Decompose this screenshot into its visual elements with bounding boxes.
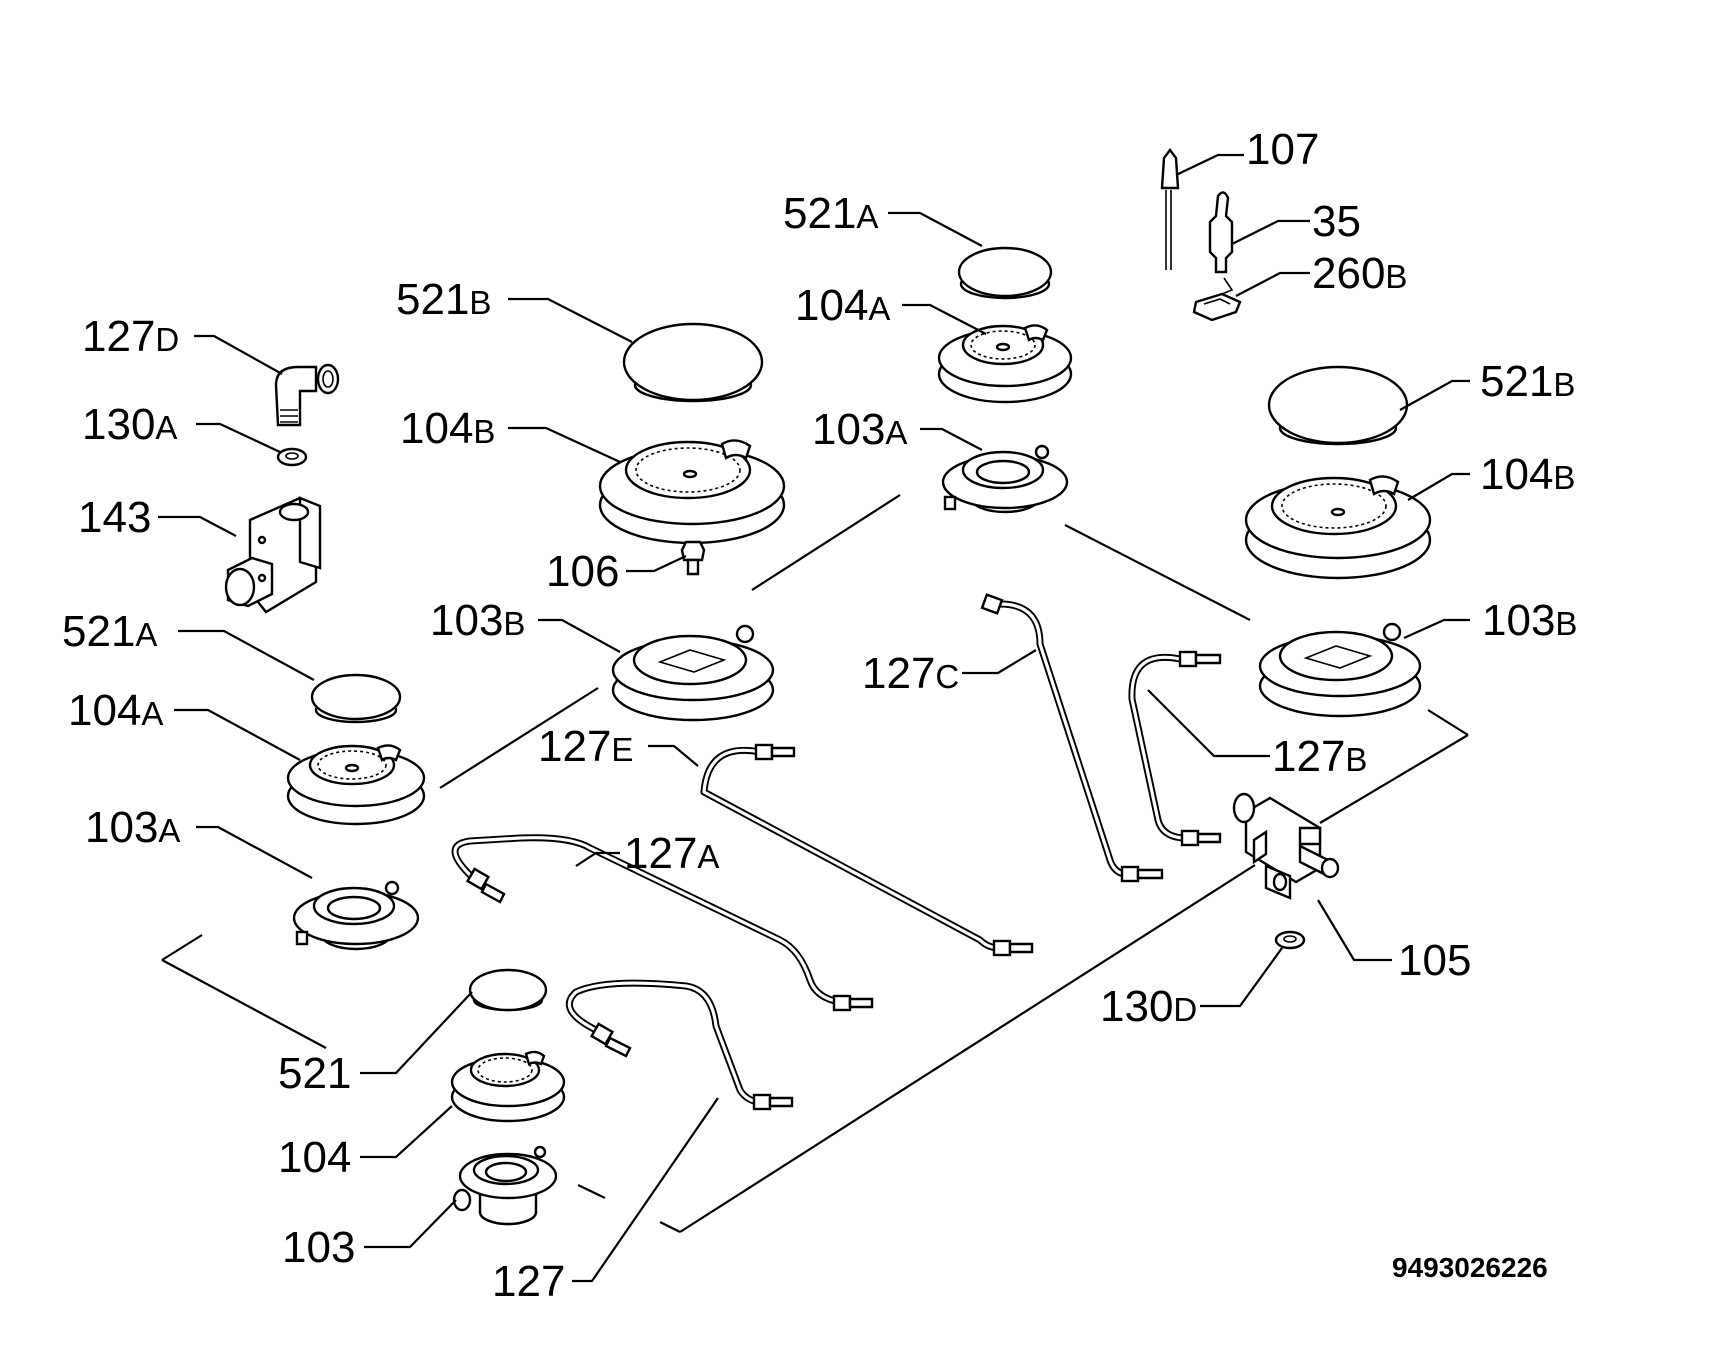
flame-spreader-small-left <box>286 744 426 826</box>
callout-143: 143 <box>78 493 151 542</box>
electrode-clip <box>1192 292 1242 322</box>
gas-valve-tap <box>1232 792 1340 900</box>
burner-cap-large-right <box>1267 365 1409 446</box>
callout-104b-right: 104B <box>1480 450 1575 499</box>
callout-104a-top: 104A <box>795 281 890 330</box>
burner-base-small-top <box>941 444 1069 514</box>
ignition-electrode <box>1208 191 1234 295</box>
callout-labels: 107 35 260B 521A 104A 103A 521B 104B 106… <box>62 125 1577 1306</box>
flame-spreader-bottom <box>450 1050 566 1123</box>
callout-104: 104 <box>278 1133 351 1182</box>
gas-pipe-127b <box>1128 650 1222 847</box>
burner-cap-large-left <box>622 322 764 403</box>
callout-127: 127 <box>492 1257 565 1306</box>
burner-cap-small-top <box>957 246 1053 300</box>
gas-inlet-connector <box>224 496 322 614</box>
gas-pipe-127a <box>451 834 874 1012</box>
callout-127d: 127D <box>82 312 179 361</box>
callout-104b-left: 104B <box>400 404 495 453</box>
burner-top-left-large <box>598 322 786 722</box>
callout-103a-top: 103A <box>812 405 907 454</box>
burner-base-large-right <box>1258 622 1422 718</box>
callout-521: 521 <box>278 1049 351 1098</box>
callout-521a-top: 521A <box>783 189 878 238</box>
burner-right-large <box>1244 365 1432 718</box>
callout-103: 103 <box>282 1223 355 1272</box>
callout-105: 105 <box>1398 936 1471 985</box>
thermocouple <box>1160 148 1180 270</box>
hob-outline <box>161 494 1469 1233</box>
sealing-washer-right <box>1274 930 1306 950</box>
callout-35: 35 <box>1312 197 1361 246</box>
gas-pipe-127c <box>980 593 1164 883</box>
flame-spreader-large-right <box>1244 475 1432 580</box>
gas-elbow-fitting <box>274 363 340 427</box>
callout-103a-left: 103A <box>85 803 180 852</box>
burner-bottom-small <box>450 968 566 1226</box>
callout-107: 107 <box>1246 125 1319 174</box>
callout-127b: 127B <box>1272 732 1367 781</box>
callout-127c: 127C <box>862 649 959 698</box>
callout-130a: 130A <box>82 400 177 449</box>
callout-130d: 130D <box>1100 982 1197 1031</box>
document-number: 9493026226 <box>1392 1252 1548 1283</box>
callout-521a-left: 521A <box>62 607 157 656</box>
callout-104a-left: 104A <box>68 686 163 735</box>
burner-base-small-left <box>292 880 420 951</box>
callout-127e: 127E <box>538 722 633 771</box>
injector-nozzle <box>680 540 706 576</box>
burner-cap-bottom <box>468 968 548 1012</box>
burner-left-small <box>286 673 426 951</box>
burner-top-center <box>937 246 1073 514</box>
burner-base-bottom <box>452 1145 558 1226</box>
callout-103b-left: 103B <box>430 596 525 645</box>
callout-103b-right: 103B <box>1482 596 1577 645</box>
sealing-washer-left <box>276 447 308 467</box>
callout-106: 106 <box>546 547 619 596</box>
callout-521b-right: 521B <box>1480 357 1575 406</box>
gas-pipe-127e <box>700 743 1034 957</box>
callout-260b: 260B <box>1312 249 1407 298</box>
burner-cap-small-left <box>310 673 402 724</box>
callout-127a: 127A <box>624 829 719 878</box>
gas-pipe-127 <box>565 979 794 1111</box>
flame-spreader-small-top <box>937 324 1073 404</box>
leader-lines <box>158 153 1470 1283</box>
burner-base-large-left <box>611 624 775 722</box>
callout-521b-left: 521B <box>396 275 491 324</box>
flame-spreader-large-left <box>598 439 786 545</box>
